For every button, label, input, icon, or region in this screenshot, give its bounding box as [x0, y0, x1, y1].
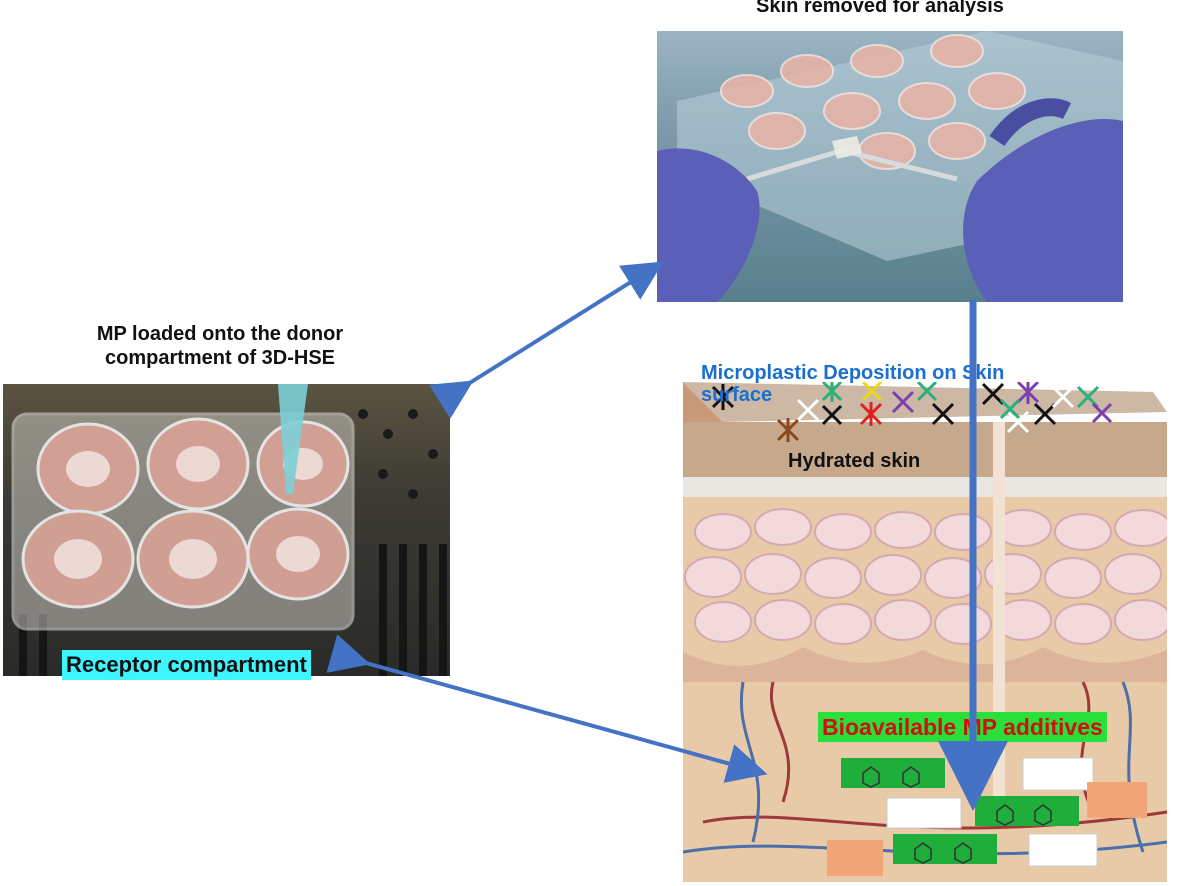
- arrow-left-to-top: [429, 261, 664, 419]
- bioavailable-additives-label: Bioavailable MP additives: [818, 712, 1107, 742]
- photo-skin-removal-illustration: [657, 31, 1123, 302]
- photo-skin-removal: [657, 31, 1123, 302]
- title-mp-loaded: MP loaded onto the donor compartment of …: [40, 322, 400, 370]
- deposition-label-line2: surface: [701, 384, 773, 406]
- skin-cross-section-illustration: [683, 382, 1167, 882]
- title-skin-removed: Skin removed for analysis: [756, 0, 1004, 17]
- receptor-compartment-label: Receptor compartment: [62, 650, 311, 680]
- photo-well-plate-illustration: [11, 384, 447, 676]
- title-mp-loaded-line2: compartment of 3D-HSE: [104, 347, 336, 369]
- deposition-label: Microplastic Deposition on Skin surface: [701, 362, 1081, 406]
- photo-well-plate: [3, 384, 450, 676]
- additive-molecule-icon: [827, 757, 1147, 876]
- hydrated-skin-label: Hydrated skin: [788, 450, 921, 472]
- title-mp-loaded-line1: MP loaded onto the donor: [96, 323, 344, 345]
- skin-cross-section: [683, 382, 1167, 882]
- deposition-label-line1: Microplastic Deposition on Skin: [701, 362, 1005, 384]
- microplastic-particle-icon: [711, 382, 1113, 442]
